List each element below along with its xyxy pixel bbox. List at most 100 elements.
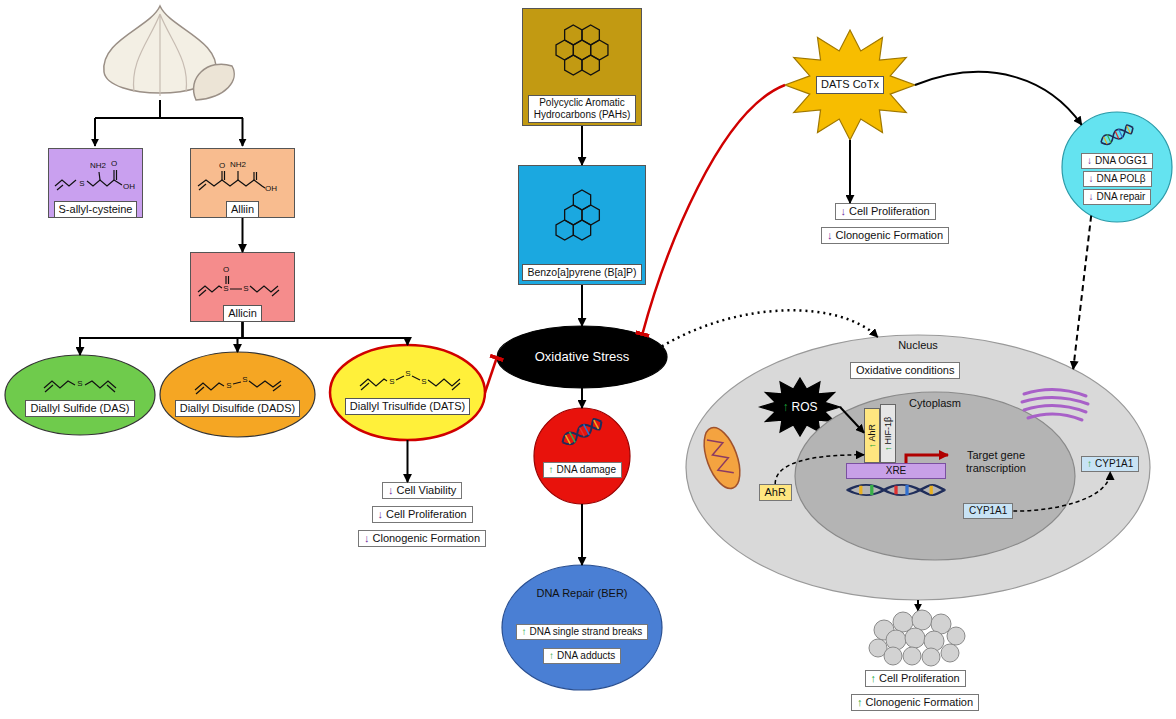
garlic-branch-lines <box>95 100 243 146</box>
bap-structure <box>556 190 599 240</box>
compound-ellipse: Diallyl Sulfide (DAS) <box>5 355 155 435</box>
chemical-structure <box>44 381 116 392</box>
compound-box: Alliin <box>190 148 295 218</box>
garlic-illustration <box>104 6 234 100</box>
ellipse-outline <box>160 352 315 437</box>
atom-label-holder: NH2 <box>230 161 246 169</box>
node-label: S-allyl-cysteine <box>54 201 138 218</box>
change-arrow: ↑ <box>549 464 554 476</box>
pah-structure <box>556 25 608 75</box>
arrow-connector <box>775 455 864 484</box>
node-label: DNA POLβ <box>1097 173 1146 185</box>
compound-box: Polycyclic Aromatic Hydrocarbons (PAHs) <box>522 8 642 126</box>
dna-icon <box>1099 123 1135 147</box>
node-label: DNA damage <box>557 464 616 476</box>
arrow-connector <box>243 322 408 345</box>
node-label: Alliin <box>226 201 259 218</box>
effect-box: ↓Clonogenic Formation <box>821 227 949 244</box>
ellipse-outline <box>5 355 155 435</box>
node-label: DNA repair <box>1097 191 1146 203</box>
effect-box: ↑Clonogenic Formation <box>851 694 979 711</box>
chemical-structure <box>195 381 281 394</box>
compound-box: Benzo[a]pyrene (B[a]P) <box>518 165 646 285</box>
atom-label: S <box>405 370 410 378</box>
change-arrow: ↑ <box>549 650 554 662</box>
node-label: Oxidative Stress <box>535 349 630 365</box>
effect-box: ↑DNA adducts <box>543 648 621 664</box>
node-label: XRE <box>886 465 907 477</box>
mitochondrion <box>697 423 747 493</box>
gene-box: ↑CYP1A1 <box>1081 456 1139 472</box>
change-arrow: ↓ <box>1089 173 1094 185</box>
arrow-connector <box>581 126 583 165</box>
treatment-starburst: DATS CoTx <box>785 30 915 140</box>
arrow-connector <box>242 218 244 252</box>
atom-label-holder: S <box>242 376 247 384</box>
dna-icon <box>848 485 945 495</box>
node-label: DNA single strand breaks <box>530 626 643 638</box>
effect-box: ↓Cell Viability <box>382 482 462 499</box>
compound-box: Allicin <box>190 252 295 322</box>
node-label: Allicin <box>223 305 262 322</box>
effect-box: ↓Clonogenic Formation <box>358 530 486 547</box>
inhibition-connector <box>485 357 497 393</box>
atom-label: NH2 <box>230 161 246 169</box>
chemical-structure <box>198 276 279 296</box>
arrow-connector <box>849 140 851 203</box>
ellipse-outline <box>534 408 630 504</box>
atom-label-holder: NH2 <box>90 162 106 170</box>
arrow-connector <box>581 504 583 565</box>
effect-box: ↓DNA repair <box>1083 189 1152 205</box>
arrow-connector <box>915 72 1082 125</box>
atom-label-holder: S <box>77 380 82 388</box>
gene-box: CYP1A1 <box>963 503 1013 519</box>
change-arrow: ↓ <box>827 229 833 242</box>
arrow-connector <box>238 322 243 352</box>
atom-label: S <box>223 285 228 293</box>
transcription-arrow <box>906 455 948 463</box>
repair-ellipse: DNA Repair (BER)↑DNA single strand break… <box>502 565 662 690</box>
atom-label: S <box>77 380 82 388</box>
atom-label: O <box>219 162 225 170</box>
condition-box: Oxidative conditions <box>850 362 960 379</box>
atom-label-holder: S <box>79 180 84 188</box>
node-label: Clonogenic Formation <box>866 696 974 709</box>
atom-label-holder: OH <box>123 183 135 191</box>
atom-label: S <box>389 378 394 386</box>
arrow-connector <box>1073 216 1091 369</box>
atom-label-holder: S <box>421 378 426 386</box>
atom-label-holder: S <box>405 370 410 378</box>
change-arrow: ↑ <box>522 626 527 638</box>
atom-label: S <box>79 180 84 188</box>
node-label: Diallyl Disulfide (DADS) <box>175 400 301 417</box>
change-arrow: ↓ <box>1089 191 1094 203</box>
compound-ellipse: Diallyl Disulfide (DADS) <box>160 352 315 437</box>
atom-label-holder: S <box>243 285 248 293</box>
atom-label: S <box>421 378 426 386</box>
factor-box: ↑AhR <box>864 408 880 463</box>
atom-label: O <box>223 266 229 274</box>
node-label: DATS CoTx <box>816 76 884 93</box>
node-label: Clonogenic Formation <box>836 229 944 242</box>
ellipse-outline <box>330 345 485 440</box>
node-label: CYP1A1 <box>969 505 1007 517</box>
element-box: XRE <box>846 463 946 479</box>
node-label: Benzo[a]pyrene (B[a]P) <box>522 264 641 281</box>
arrow-connector <box>662 310 878 346</box>
inhibition-connector <box>642 85 785 335</box>
node-label: DNA adducts <box>557 650 615 662</box>
change-arrow: ↑ <box>871 672 877 685</box>
chemical-structure <box>360 376 460 390</box>
node-label: Cytoplasm <box>909 397 961 410</box>
change-arrow: ↓ <box>1087 155 1092 167</box>
effect-box: ↓Cell Proliferation <box>372 506 473 523</box>
node-label: Clonogenic Formation <box>373 532 481 545</box>
atom-label: NH2 <box>90 162 106 170</box>
arrow-connector <box>1013 472 1110 511</box>
chemical-structure <box>55 170 122 190</box>
effect-box: ↑DNA damage <box>543 462 622 478</box>
node-label: HIF-1β <box>883 416 894 444</box>
atom-label: S <box>226 382 231 390</box>
change-arrow: ↓ <box>388 484 394 497</box>
